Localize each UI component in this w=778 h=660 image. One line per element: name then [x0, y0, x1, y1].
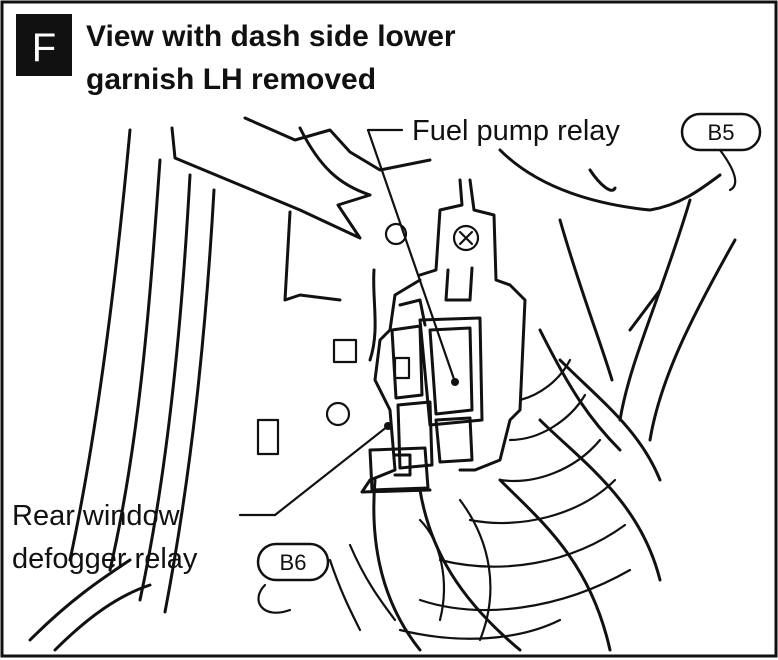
b5-callout-tail: [718, 148, 737, 192]
rear-defogger-relay-pointer-dot: [384, 422, 392, 430]
connector-b6-text: B6: [280, 550, 307, 575]
rear-window-label-line-1: Rear window: [12, 500, 181, 532]
connector-b5-text: B5: [708, 120, 735, 145]
view-badge: F: [16, 14, 72, 76]
vehicle-structure: [28, 116, 737, 652]
fuel-pump-relay-pointer-dot: [451, 378, 459, 386]
fuel-pump-relay-leader-2: [366, 128, 457, 384]
rear-window-defogger-relay-shape: [368, 400, 474, 492]
view-badge-letter: F: [32, 26, 56, 70]
wiring-harness: [328, 328, 662, 652]
fuel-pump-relay-label: Fuel pump relay: [412, 115, 620, 147]
rear-window-label-line-2: defogger relay: [12, 543, 198, 575]
connector-badge-b5: B5: [680, 112, 762, 152]
title-line-2: garnish LH removed: [86, 63, 376, 96]
connector-badge-b6: B6: [256, 542, 330, 582]
relay-bracket: [360, 178, 527, 494]
b6-callout-tail: [257, 583, 292, 614]
title-line-1: View with dash side lower: [86, 20, 456, 53]
rear-defogger-relay-leader-2: [273, 424, 390, 517]
fuel-pump-relay-shape: [390, 298, 484, 427]
